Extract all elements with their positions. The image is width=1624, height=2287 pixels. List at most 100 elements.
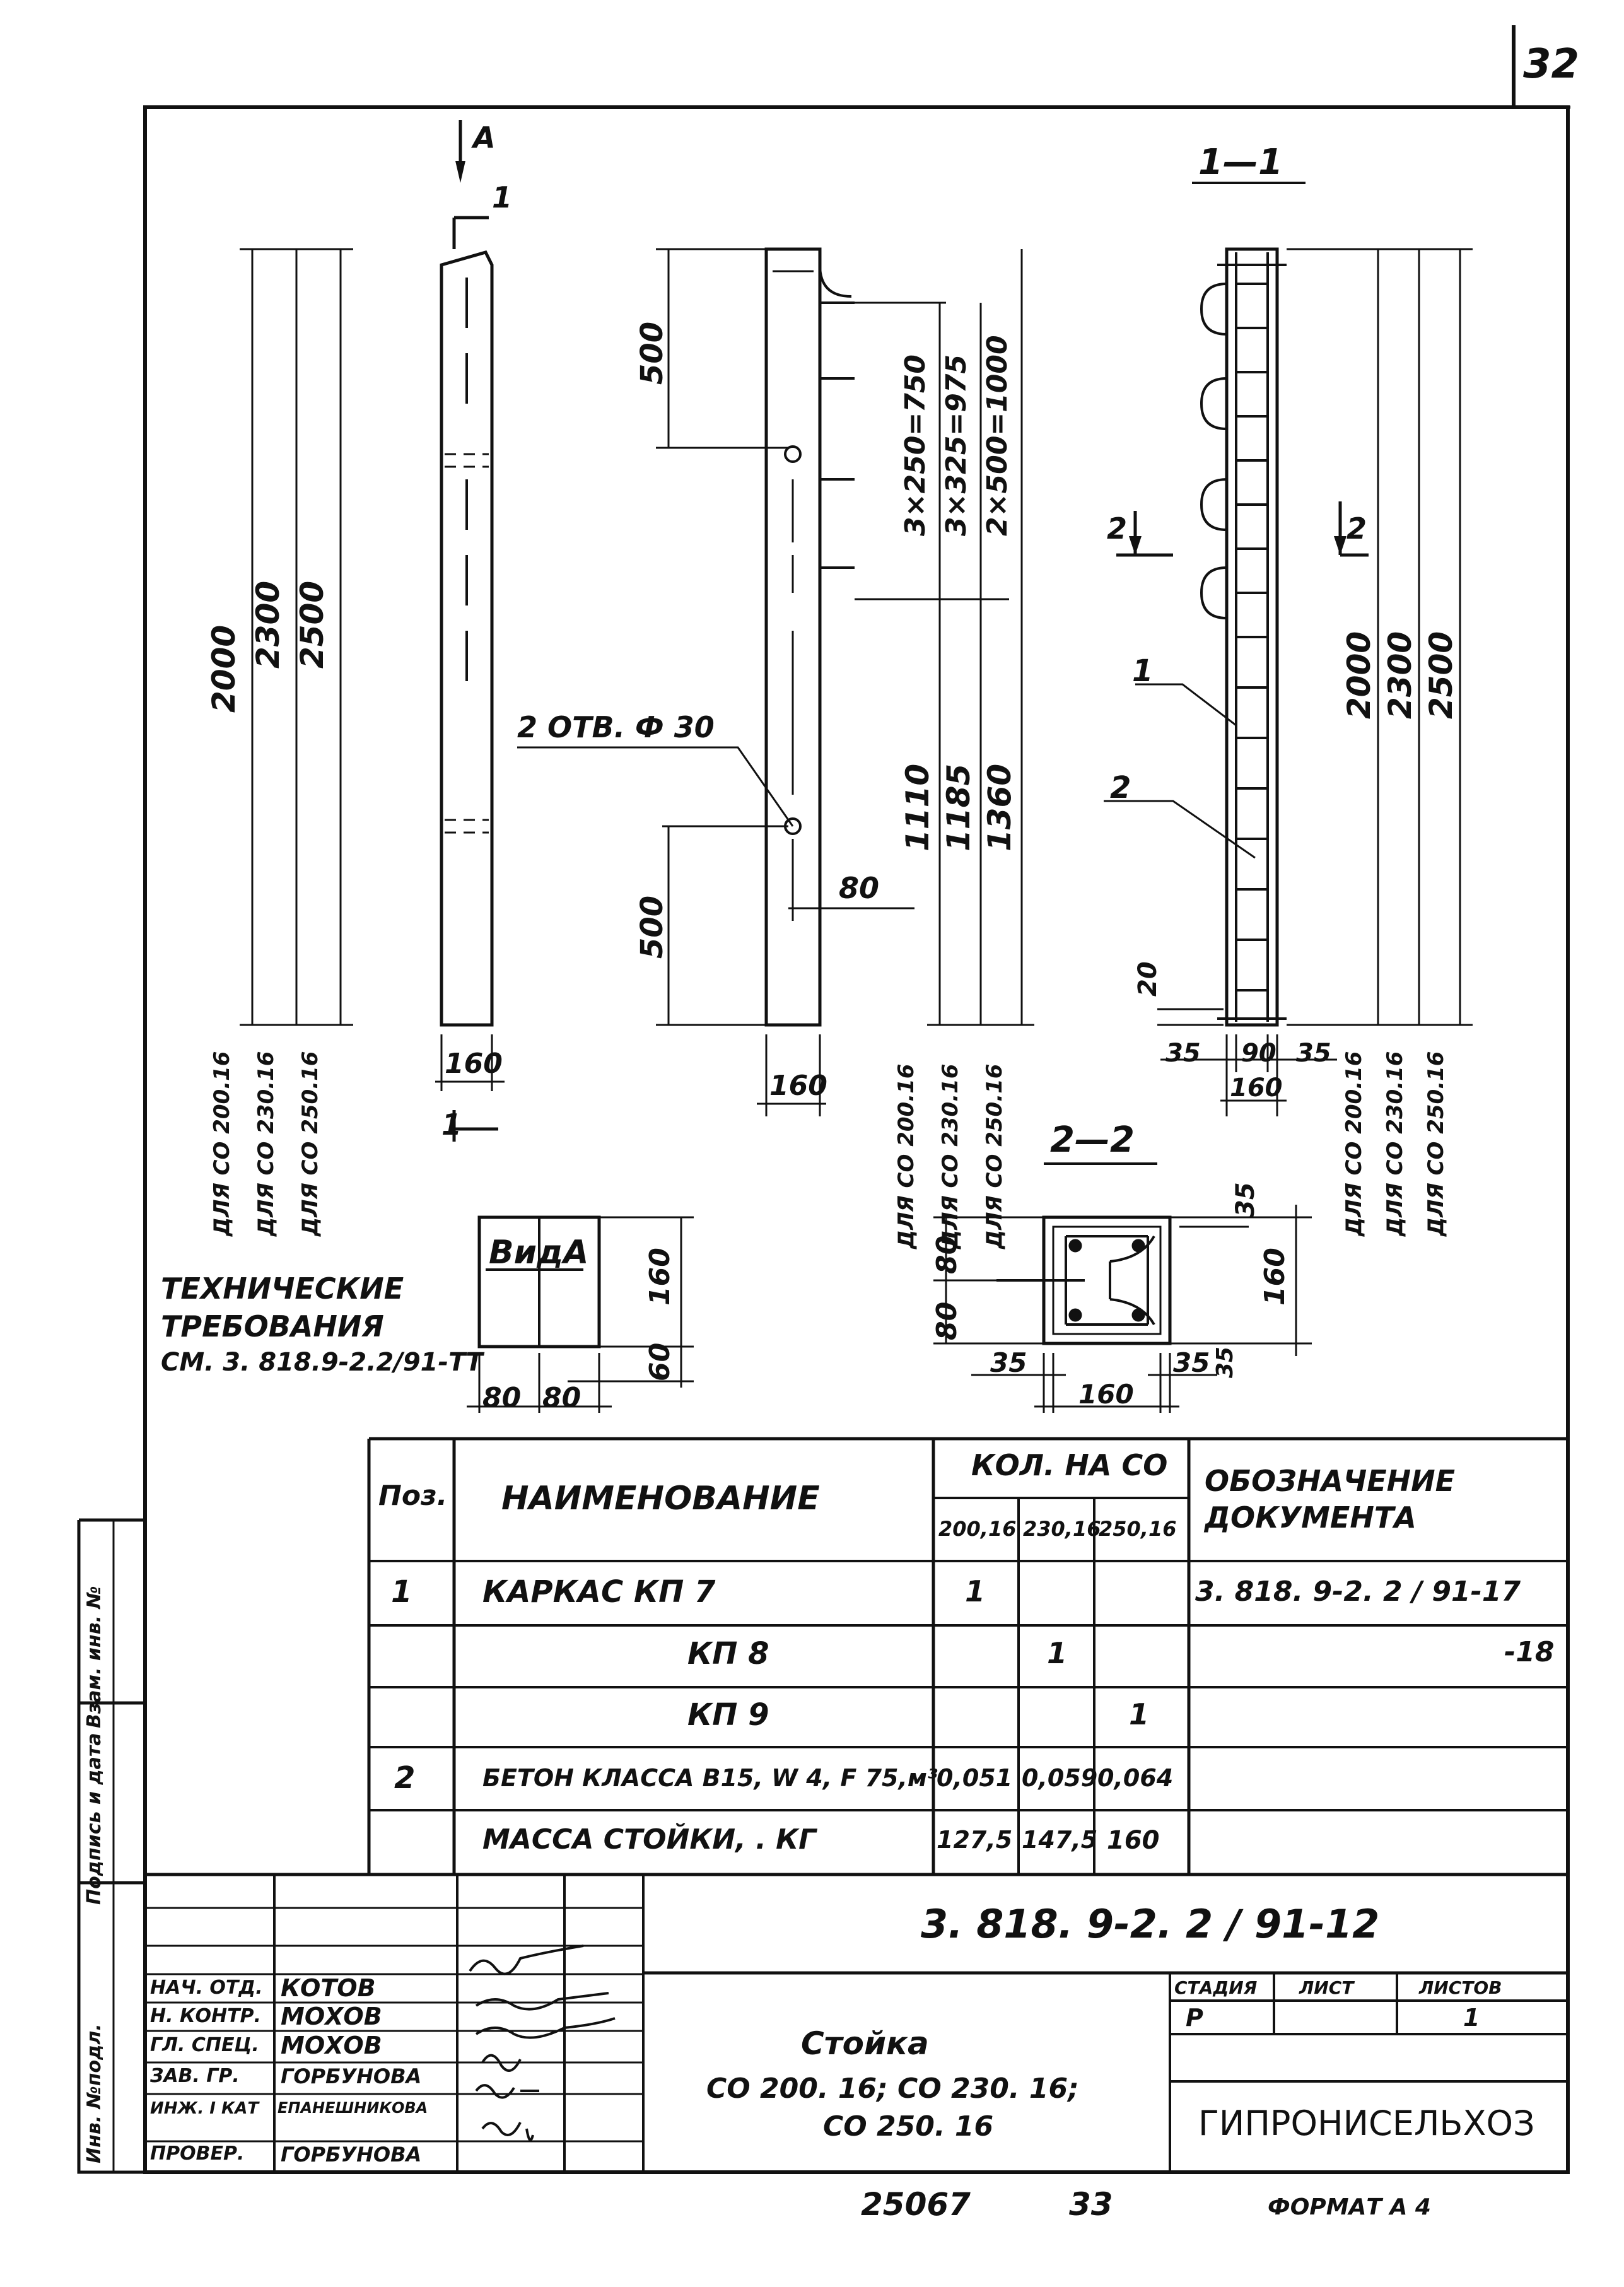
sheets-header: ЛИСТОВ xyxy=(1419,1977,1502,1998)
spec-row1-doc: 3. 818. 9-2. 2 / 91-17 xyxy=(1195,1576,1521,1608)
spec-row5-q2: 147,5 xyxy=(1022,1826,1098,1854)
spec-row4-q2: 0,059 xyxy=(1022,1764,1098,1792)
mid-dim-1360: 1360 xyxy=(981,763,1018,851)
role-2: Н. КОНТР. xyxy=(150,2005,261,2027)
spec-qty-col-200: 200,16 xyxy=(938,1517,1017,1541)
mid-label-200: ДЛЯ СО 200.16 xyxy=(894,1063,919,1249)
mid-dim-750: 3×250=750 xyxy=(899,354,932,536)
left-label-200: ДЛЯ СО 200.16 xyxy=(209,1051,235,1236)
section-2-right: 2 xyxy=(1347,512,1367,546)
stage-value: Р xyxy=(1186,2004,1203,2032)
section-2-2-title: 2—2 xyxy=(1050,1120,1135,1161)
spec-row2-name: КП 8 xyxy=(687,1636,769,1671)
s22-b160: 160 xyxy=(1078,1379,1134,1410)
left-label-230: ДЛЯ СО 230.16 xyxy=(254,1051,279,1236)
mid-bottom-500: 500 xyxy=(634,895,670,959)
spec-row3-q3: 1 xyxy=(1129,1697,1150,1731)
arrow-a-label: А xyxy=(473,120,496,155)
s22-v80a: 80 xyxy=(931,1235,963,1274)
strip-signature: Подпись и дата xyxy=(83,1733,105,1905)
mid-width: 160 xyxy=(769,1070,827,1102)
org-name: ГИПРОНИСЕЛЬХОЗ xyxy=(1198,2103,1535,2143)
spec-header-name: НАИМЕНОВАНИЕ xyxy=(501,1480,820,1518)
name-5: ЕПАНЕШНИКОВА xyxy=(277,2099,428,2117)
section-mark-top: 1 xyxy=(492,180,513,214)
spec-row1-pos: 1 xyxy=(391,1574,412,1610)
left-dim-2300: 2300 xyxy=(250,580,286,669)
mid-label-230: ДЛЯ СО 230.16 xyxy=(938,1063,963,1249)
role-3: ГЛ. СПЕЦ. xyxy=(150,2034,259,2056)
view-a-80a: 80 xyxy=(482,1382,522,1414)
role-1: НАЧ. ОТД. xyxy=(150,1977,263,1999)
spec-row4-name: БЕТОН КЛАССА В15, W 4, F 75,м³ xyxy=(482,1764,938,1792)
right-label-250: ДЛЯ СО 250.16 xyxy=(1423,1051,1449,1236)
s22-b35v: 35 xyxy=(1212,1346,1238,1378)
right-bottom-35a: 35 xyxy=(1165,1039,1201,1068)
section-1-1-title: 1—1 xyxy=(1198,142,1283,183)
tech-req-line3: СМ. 3. 818.9-2.2/91-ТТ xyxy=(161,1348,483,1377)
mid-dim-1000: 2×500=1000 xyxy=(981,335,1014,536)
tech-req-line1: ТЕХНИЧЕСКИЕ xyxy=(161,1272,404,1306)
mid-dim-1110: 1110 xyxy=(899,763,936,851)
s22-b35r: 35 xyxy=(1173,1347,1210,1378)
strip-inv: Инв. №подл. xyxy=(83,2023,105,2163)
right-bottom-90: 90 xyxy=(1241,1039,1276,1068)
s22-v80b: 80 xyxy=(931,1301,963,1340)
name-2: МОХОВ xyxy=(281,2003,382,2030)
name-3: МОХОВ xyxy=(281,2032,382,2059)
spec-header-qty: КОЛ. НА СО xyxy=(971,1448,1168,1482)
title-name-2: СО 200. 16; СО 230. 16; xyxy=(706,2073,1079,2105)
stage-header: СТАДИЯ xyxy=(1174,1977,1258,1998)
role-4: ЗАВ. ГР. xyxy=(150,2065,240,2087)
footer-format: ФОРМАТ А 4 xyxy=(1268,2194,1431,2220)
name-6: ГОРБУНОВА xyxy=(281,2143,422,2167)
s22-r160: 160 xyxy=(1259,1248,1291,1306)
s22-r35: 35 xyxy=(1231,1182,1260,1217)
page-number: 32 xyxy=(1523,41,1580,88)
spec-row1-q1: 1 xyxy=(965,1574,986,1608)
spec-qty-col-230: 230,16 xyxy=(1023,1517,1101,1541)
spec-header-doc: ОБОЗНАЧЕНИЕ ДОКУМЕНТА xyxy=(1205,1464,1456,1535)
signatures xyxy=(469,1945,616,2141)
mid-offset-80: 80 xyxy=(839,871,880,905)
right-dim-2000: 2000 xyxy=(1341,631,1377,719)
spec-row4-q1: 0,051 xyxy=(937,1764,1013,1792)
name-1: КОТОВ xyxy=(281,1974,376,2002)
right-width: 160 xyxy=(1230,1073,1283,1103)
section-mark-bottom: 1 xyxy=(441,1108,462,1142)
view-a-80b: 80 xyxy=(542,1382,581,1414)
spec-row4-pos: 2 xyxy=(394,1760,416,1796)
view-a-60: 60 xyxy=(644,1342,676,1381)
mid-top-500: 500 xyxy=(634,321,670,385)
spec-row1-name: КАРКАС КП 7 xyxy=(482,1574,716,1610)
right-dim-2300: 2300 xyxy=(1382,631,1418,719)
view-a-title: ВидА xyxy=(489,1234,589,1272)
role-6: ПРОВЕР. xyxy=(150,2143,245,2165)
footer-inventory: 25067 xyxy=(861,2186,971,2223)
pos-2-label: 2 xyxy=(1110,770,1131,805)
right-dim-2500: 2500 xyxy=(1423,631,1459,719)
spec-row5-name: МАССА СТОЙКИ, . КГ xyxy=(482,1823,817,1856)
title-name-3: СО 250. 16 xyxy=(823,2110,994,2143)
sheets-value: 1 xyxy=(1463,2004,1480,2032)
spec-row3-name: КП 9 xyxy=(687,1697,769,1733)
spec-row5-q1: 127,5 xyxy=(937,1826,1013,1854)
sheet-header: ЛИСТ xyxy=(1299,1977,1354,1998)
left-width: 160 xyxy=(445,1048,503,1080)
section-2-left: 2 xyxy=(1107,512,1128,546)
right-cover-20: 20 xyxy=(1133,961,1162,997)
role-5: ИНЖ. I КАТ xyxy=(150,2099,259,2118)
name-4: ГОРБУНОВА xyxy=(281,2064,422,2088)
spec-row4-q3: 0,064 xyxy=(1097,1764,1174,1792)
pos-1-label: 1 xyxy=(1132,653,1154,689)
right-label-230: ДЛЯ СО 230.16 xyxy=(1382,1051,1408,1236)
spec-row2-doc: -18 xyxy=(1504,1636,1555,1668)
s22-b35l: 35 xyxy=(990,1347,1027,1378)
mid-label-250: ДЛЯ СО 250.16 xyxy=(982,1063,1007,1249)
spec-row2-q2: 1 xyxy=(1047,1636,1068,1670)
mid-dim-1185: 1185 xyxy=(940,763,977,851)
spec-header-pos: Поз. xyxy=(378,1480,448,1512)
left-dim-2500: 2500 xyxy=(294,580,330,669)
tech-req-line2: ТРЕБОВАНИЯ xyxy=(161,1309,384,1343)
